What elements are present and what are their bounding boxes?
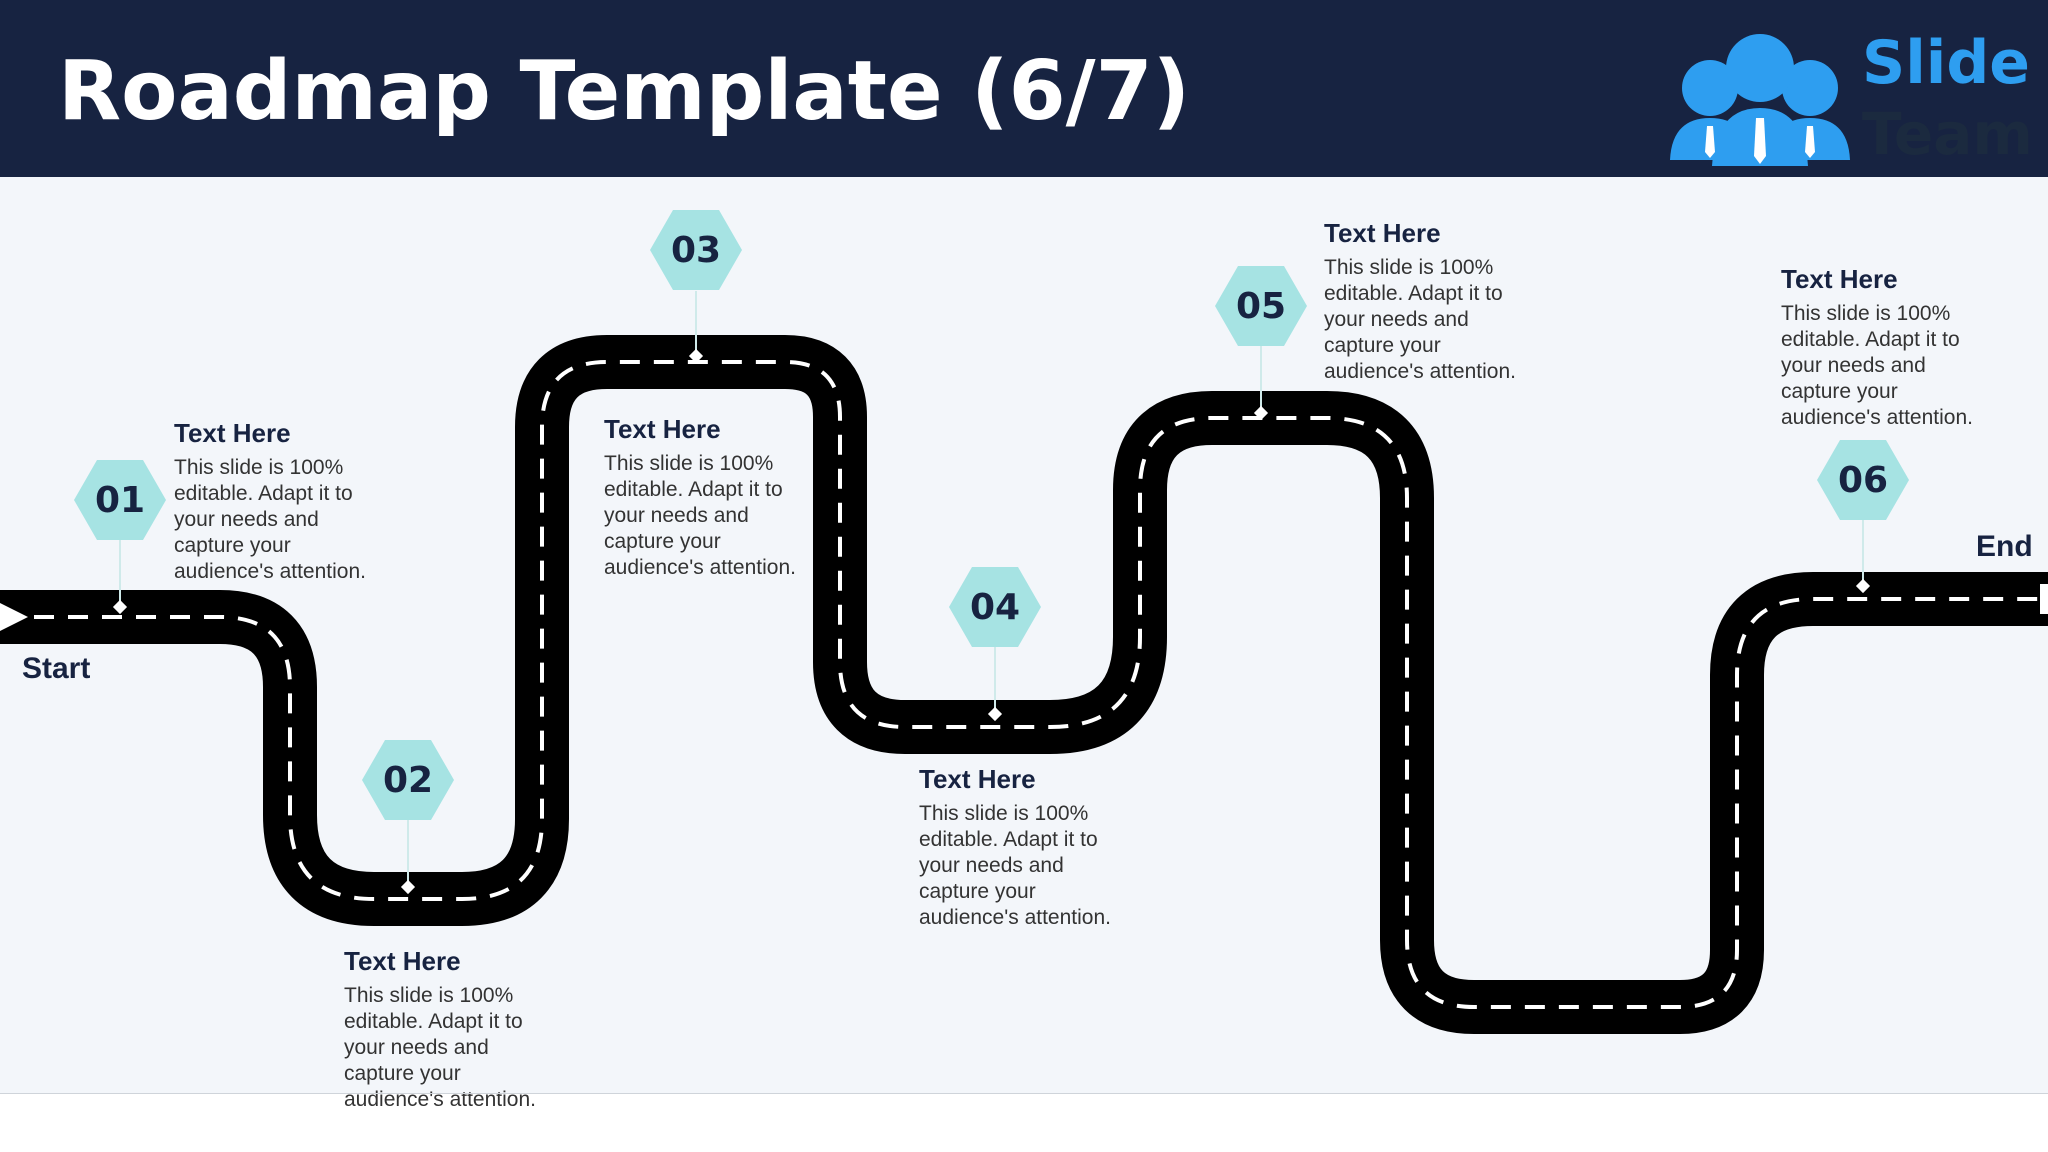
milestone-heading: Text Here [604, 414, 721, 444]
milestone-connectors [119, 291, 1864, 888]
milestone-heading: Text Here [1324, 218, 1441, 248]
milestone-text-06: Text Here This slide is 100% editable. A… [1781, 264, 2001, 431]
milestone-body: This slide is 100% editable. Adapt it to… [604, 452, 796, 579]
milestone-hexagon-05: 05 [1215, 266, 1307, 346]
milestone-text-01: Text Here This slide is 100% editable. A… [174, 418, 394, 585]
page-title: Roadmap Template (6/7) [58, 44, 1191, 139]
milestone-heading: Text Here [1781, 264, 1898, 294]
milestone-text-04: Text Here This slide is 100% editable. A… [919, 764, 1139, 931]
end-marker [2040, 584, 2048, 614]
milestone-text-05: Text Here This slide is 100% editable. A… [1324, 218, 1544, 385]
logo-text-slide: Slide [1862, 28, 2030, 98]
header-bar: Roadmap Template (6/7) Slide Team [0, 0, 2048, 177]
milestone-heading: Text Here [174, 418, 291, 448]
start-arrow [0, 603, 28, 631]
start-label: Start [22, 652, 91, 685]
logo-text-team: Team [1862, 100, 2033, 168]
milestone-text-03: Text Here This slide is 100% editable. A… [604, 414, 824, 581]
milestone-heading: Text Here [919, 764, 1036, 794]
slideteam-logo-icon [1670, 34, 1850, 166]
roadmap-road [0, 291, 2048, 1034]
milestone-dots [112, 348, 1871, 895]
slide-bottom-border [0, 1093, 2048, 1094]
end-label: End [1976, 530, 2033, 563]
milestone-heading: Text Here [344, 946, 461, 976]
milestone-hexagon-06: 06 [1817, 440, 1909, 520]
milestone-body: This slide is 100% editable. Adapt it to… [174, 456, 366, 583]
milestone-body: This slide is 100% editable. Adapt it to… [1324, 256, 1516, 383]
milestone-text-02: Text Here This slide is 100% editable. A… [344, 946, 564, 1113]
slide: Roadmap Template (6/7) Slide Team Start … [0, 0, 2048, 1111]
road-center-dashes [0, 360, 2048, 1009]
milestone-body: This slide is 100% editable. Adapt it to… [919, 802, 1111, 929]
milestone-body: This slide is 100% editable. Adapt it to… [1781, 302, 1973, 429]
